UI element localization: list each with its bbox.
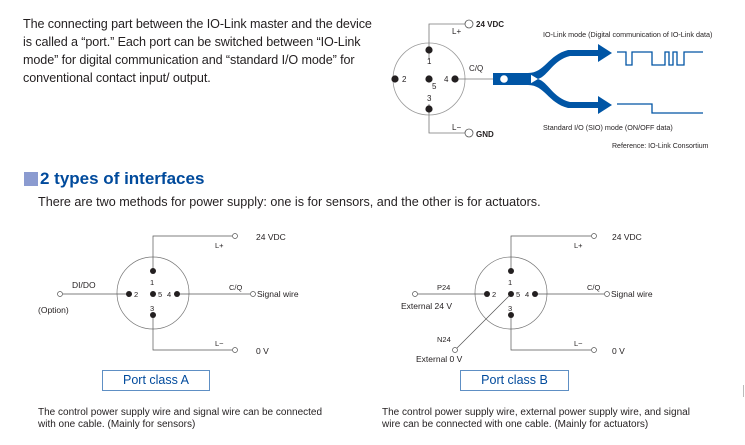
fork-stem (493, 73, 531, 85)
port-class-a-description: The control power supply wire and signal… (38, 407, 323, 430)
n24-label: N24 (437, 335, 451, 344)
pin-2-label: 2 (492, 290, 496, 299)
terminal-p24 (412, 291, 418, 297)
pin-5 (425, 75, 433, 83)
pin-1-label: 1 (150, 278, 154, 287)
supply-24vdc-label: 24 VDC (612, 232, 642, 242)
pin-2-label: 2 (402, 75, 407, 84)
l-minus-wire (152, 315, 232, 351)
port-class-b-description: The control power supply wire, external … (382, 407, 690, 430)
pin-1 (508, 268, 514, 274)
option-label: (Option) (38, 305, 69, 315)
l-plus-wire (152, 235, 232, 270)
port-class-b-label: Port class B (460, 370, 569, 391)
section-marker-icon (24, 172, 38, 186)
pin-2 (391, 75, 399, 83)
section-title: 2 types of interfaces (40, 169, 205, 188)
top-connector-diagram: 1 2 3 4 5 24 VDC L+ L− GND C/Q IO-Link m… (391, 19, 712, 150)
fork-upper-branch (528, 50, 600, 79)
l-plus-label: L+ (452, 27, 461, 36)
terminal-24vdc (464, 19, 474, 29)
terminal-option (57, 291, 63, 297)
iolink-mode-label: IO-Link mode (Digital communication of I… (543, 30, 712, 39)
terminal-signal (604, 291, 610, 297)
pin-1 (150, 268, 156, 274)
fork-lower-branch (528, 79, 600, 108)
l-minus-label: L− (215, 339, 224, 348)
pin-1-label: 1 (508, 278, 512, 287)
pin-4 (174, 291, 180, 297)
zero-v-label: 0 V (612, 346, 625, 356)
l-minus-label: L− (574, 339, 583, 348)
cable-hole (500, 75, 508, 83)
pin-3 (150, 312, 156, 318)
l-minus-wire (510, 315, 591, 351)
supply-24vdc-label: 24 VDC (256, 232, 286, 242)
mode-fork-arrow (493, 44, 612, 114)
sio-mode-label: Standard I/O (SIO) mode (ON/OFF data) (543, 123, 673, 132)
l-plus-wire (510, 235, 591, 270)
pin-4-label: 4 (444, 75, 449, 84)
pin-5 (150, 291, 156, 297)
terminal-24vdc (591, 233, 597, 239)
external-24v-label: External 24 V (401, 301, 452, 311)
pin-5 (508, 291, 514, 297)
terminal-gnd (464, 128, 474, 138)
pin-4 (532, 291, 538, 297)
pin-4-label: 4 (525, 290, 529, 299)
sio-waveform (617, 103, 703, 114)
pin-3-label: 3 (427, 94, 432, 103)
reference-label: Reference: IO-Link Consortium (612, 143, 709, 150)
l-minus-wire (428, 104, 465, 134)
iolink-waveform (617, 51, 703, 66)
pin-2 (126, 291, 132, 297)
pin-3 (508, 312, 514, 318)
terminal-24vdc (232, 233, 238, 239)
l-minus-label: L− (452, 123, 461, 132)
l-plus-label: L+ (215, 241, 224, 250)
port-class-a-label: Port class A (102, 370, 210, 391)
pin-2 (484, 291, 490, 297)
lower-arrowhead (598, 96, 612, 114)
cq-label: C/Q (469, 64, 483, 73)
terminal-0v (232, 347, 238, 353)
section-subtitle: There are two methods for power supply: … (38, 195, 541, 209)
signal-wire-label: Signal wire (611, 289, 653, 299)
terminal-n24 (452, 347, 458, 353)
n24-wire (456, 293, 512, 349)
pin-5-label: 5 (516, 290, 520, 299)
cq-label: C/Q (587, 283, 601, 292)
pin-1 (425, 46, 433, 54)
pin-3-label: 3 (150, 304, 154, 313)
pin-2-label: 2 (134, 290, 138, 299)
pin-3-label: 3 (508, 304, 512, 313)
cq-label: C/Q (229, 283, 243, 292)
edge-divider (743, 385, 744, 397)
pin-4 (451, 75, 459, 83)
pin-4-label: 4 (167, 290, 171, 299)
supply-24vdc-label: 24 VDC (476, 20, 504, 29)
section-heading: 2 types of interfaces (24, 169, 204, 189)
pin-3 (425, 105, 433, 113)
l-plus-label: L+ (574, 241, 583, 250)
port-class-b-diagram: 1 2 3 4 5 24 VDC L+ L− 0 V C/Q Signal wi… (401, 232, 653, 364)
pin-5-label: 5 (432, 82, 437, 91)
pin-1-label: 1 (427, 57, 432, 66)
zero-v-label: 0 V (256, 346, 269, 356)
pin-5-label: 5 (158, 290, 162, 299)
gnd-label: GND (476, 130, 494, 139)
intro-paragraph: The connecting part between the IO-Link … (23, 17, 372, 85)
port-class-a-diagram: 1 2 3 4 5 24 VDC L+ L− 0 V C/Q Signal wi… (38, 232, 299, 356)
p24-label: P24 (437, 283, 450, 292)
terminal-signal (250, 291, 256, 297)
dido-label: DI/DO (72, 280, 96, 290)
terminal-0v (591, 347, 597, 353)
upper-arrowhead (598, 44, 612, 62)
external-0v-label: External 0 V (416, 354, 463, 364)
signal-wire-label: Signal wire (257, 289, 299, 299)
